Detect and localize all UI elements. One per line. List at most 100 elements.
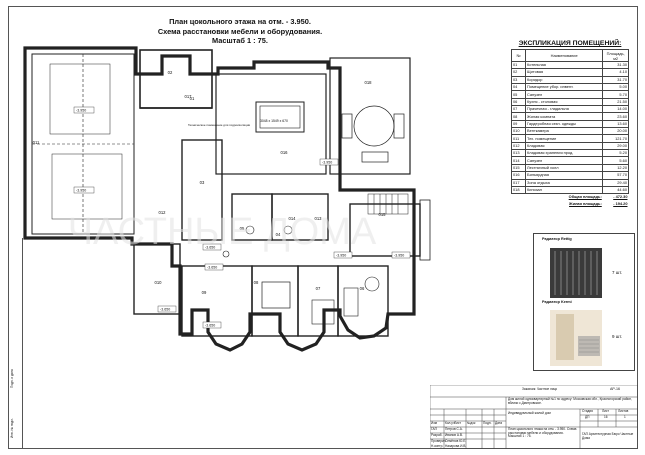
row-name: Санузел (525, 90, 604, 99)
stamp-sheet: 16 (604, 415, 608, 419)
row-name: Санузел (525, 156, 604, 165)
stamp-col-2: Лист (454, 421, 461, 425)
title-block-stamp: АР-16 Заказчик: Частное лицо Дом жилой о… (430, 385, 638, 449)
stamp-role-3: Н.контр. (431, 444, 444, 448)
radiator-rettig-image (550, 248, 602, 298)
stamp-name-1: Иванов А.В. (445, 433, 463, 437)
stamp-project-name: Дом жилой одноквартирный №1 (508, 397, 556, 401)
room-label-012: 012 (159, 210, 167, 215)
row-name: Прачечная - гладильня (525, 105, 604, 114)
room-label-013: 013 (315, 216, 323, 221)
row-number: 04 (510, 83, 527, 92)
room-label-014: 014 (289, 216, 297, 221)
row-area: 23.60 (602, 112, 629, 121)
living-area-label: Жилая площадь: (569, 200, 602, 206)
row-name: Гардеробная сезн. одежды (525, 119, 604, 129)
stamp-sheets-header: Листов (618, 409, 629, 413)
stamp-stage-header: Стадия (582, 409, 593, 413)
radiators-panel: Радиатор Rettig 7 шт. Радиатор Kermi 9 ш… (533, 233, 635, 371)
stamp-col-1: Кол.уч (445, 421, 455, 425)
level-mark-c: -3.650 (205, 246, 215, 250)
radiator-2-qty: 9 шт. (612, 334, 623, 339)
stamp-sheet-name: План цокольного этажа на отм. - 3.950. С… (508, 427, 577, 439)
row-area: 5.00 (602, 83, 629, 92)
stamp-sheet-header: Лист (602, 409, 609, 413)
title-line-1: План цокольного этажа на отм. - 3.950. (169, 17, 311, 26)
row-area: 29.00 (602, 141, 629, 151)
row-area: 20.00 (602, 127, 629, 136)
row-number: 010 (510, 127, 527, 136)
row-number: 01 (510, 60, 527, 70)
col-name: Наименование (525, 49, 604, 62)
level-mark-i: -3.950 (394, 254, 404, 258)
stamp-address: по адресу: Московская обл., Красногорски… (508, 397, 632, 405)
room-label-08: 08 (254, 280, 259, 285)
row-number: 03 (510, 75, 527, 85)
total-area-label: Общая площадь: (568, 194, 602, 200)
stamp-role-1: Разраб. (431, 433, 443, 437)
level-mark-h: -3.950 (336, 254, 346, 258)
row-area: 29.40 (602, 178, 629, 187)
row-area: 21.50 (602, 97, 629, 107)
tech-room-note: Техническое помещение для гидроизоляции (188, 123, 251, 127)
row-number: 011 (510, 134, 527, 143)
row-number: 013 (510, 149, 527, 158)
stamp-client: Заказчик: Частное лицо (522, 387, 558, 391)
row-name: Коридор (525, 75, 604, 85)
row-name: Кухня - столовая (525, 97, 604, 107)
binding-margin-strip: Подп. и дата Инв. № подл. (8, 238, 23, 449)
row-number: 012 (510, 141, 527, 151)
row-number: 06 (510, 97, 527, 107)
room-label-01: 01 (190, 96, 195, 101)
sheet-frame (8, 6, 638, 449)
stamp-col-3: №док (467, 421, 476, 425)
drawing-title: План цокольного этажа на отм. - 3.950. С… (130, 17, 350, 46)
row-area: 4.10 (602, 68, 629, 77)
row-area: 5.70 (602, 90, 629, 99)
row-number: 07 (510, 105, 527, 114)
room-label-015: 015 (379, 212, 387, 217)
room-label-017: 017 (185, 94, 193, 99)
row-number: 05 (510, 90, 527, 99)
watermark-text: ЧАСТНЫЕ ДОМА (68, 211, 377, 253)
level-mark-a: -3.950 (76, 109, 86, 113)
stamp-col-0: Изм (431, 421, 437, 425)
stamp-project: Дом жилой одноквартирный №1 по адресу: М… (508, 397, 636, 405)
room-label-011: 011 (33, 140, 40, 145)
room-label-05: 05 (240, 226, 245, 231)
room-label-03: 03 (200, 180, 205, 185)
row-area: 57.70 (602, 171, 629, 180)
row-name: Бильярдная (525, 171, 604, 180)
title-line-2: Схема расстановки мебели и оборудования. (157, 26, 323, 36)
stamp-grid (430, 385, 638, 449)
radiator-1-qty: 7 шт. (612, 270, 623, 275)
row-number: 015 (510, 163, 527, 173)
row-name: Жилая комната (525, 112, 604, 121)
level-mark-e: -3.650 (160, 308, 170, 312)
outer-wall (23, 46, 416, 352)
row-number: 014 (510, 156, 527, 165)
stamp-type: Индивидуальный жилой дом (508, 411, 551, 415)
row-name: Помещение убор. инвент. (525, 83, 604, 92)
margin-signature-label: Подп. и дата (10, 369, 14, 388)
explication-title: ЭКСПЛИКАЦИЯ ПОМЕЩЕНИЙ: (518, 40, 622, 47)
margin-inventory-label: Инв. № подл. (10, 418, 14, 438)
room-label-02: 02 (168, 70, 173, 75)
radiator-kermi-image (550, 310, 602, 366)
room-label-06: 06 (360, 286, 365, 291)
row-name: Тех. помещение (525, 134, 604, 143)
row-area: 121.70 (602, 134, 629, 143)
total-area-value: - 472.30 (613, 194, 628, 200)
